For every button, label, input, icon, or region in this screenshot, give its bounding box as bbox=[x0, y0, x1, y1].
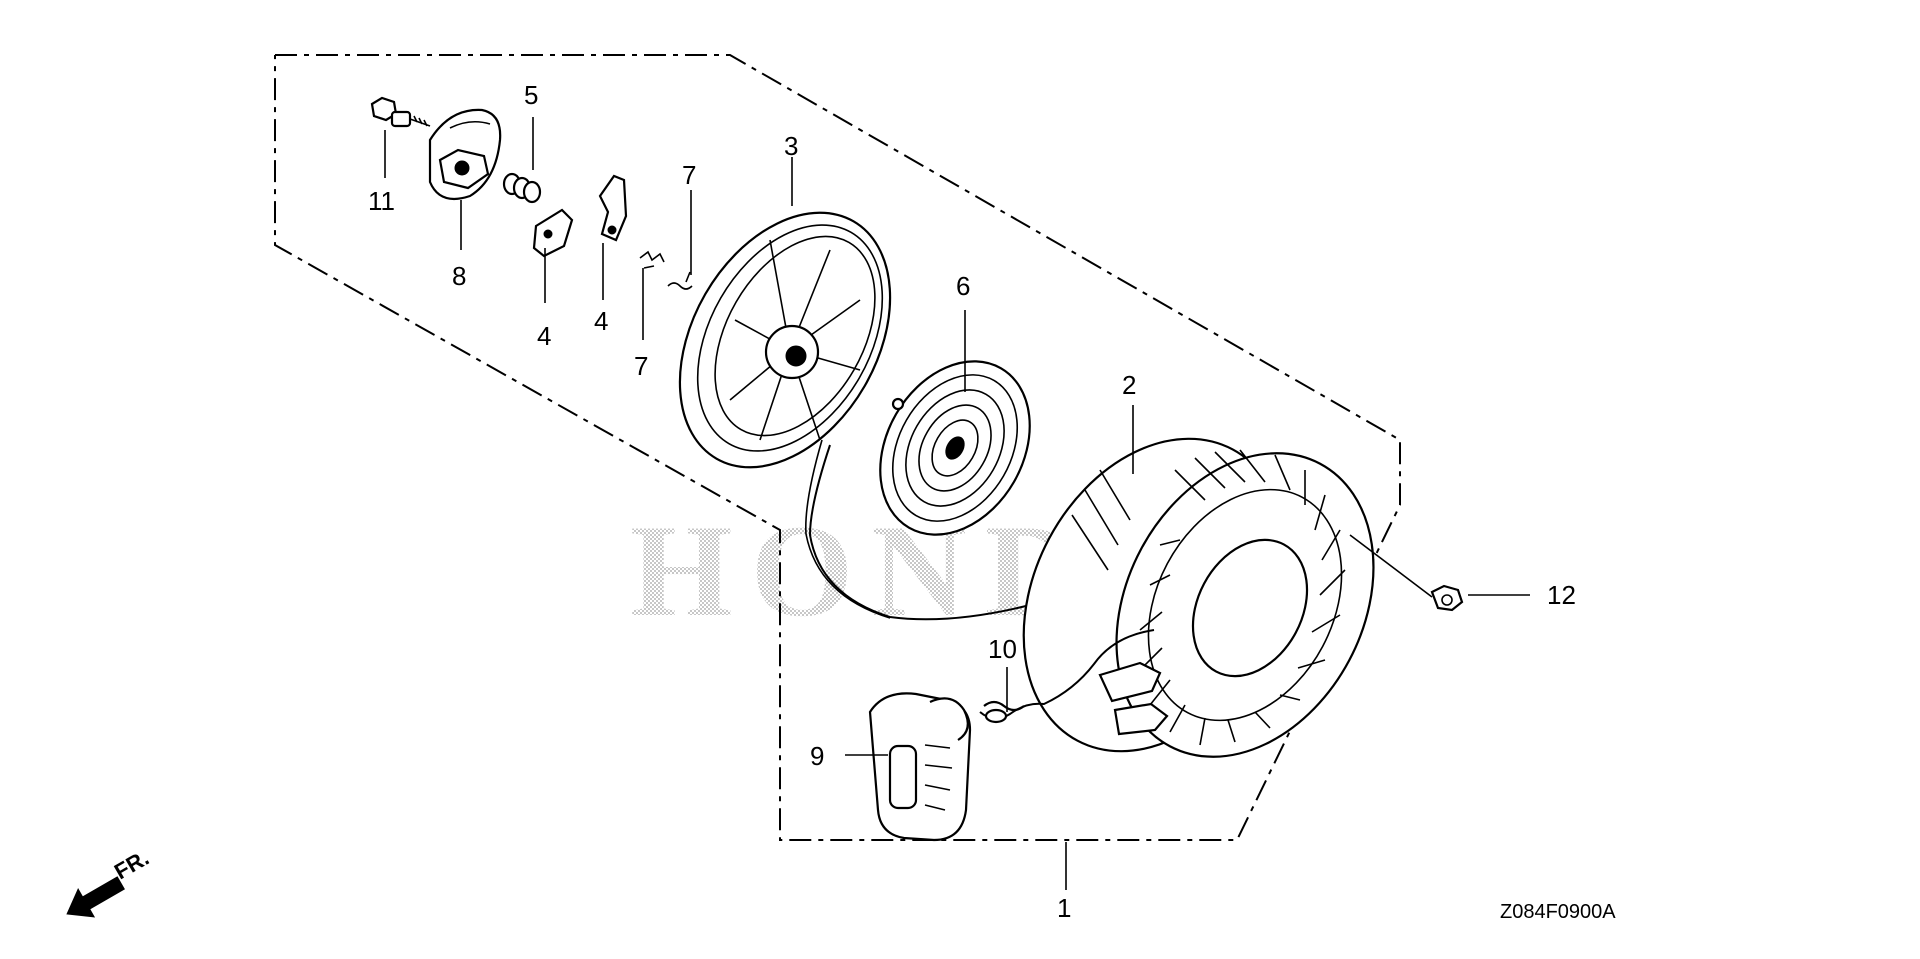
callout-2: 2 bbox=[1122, 370, 1136, 400]
spring-part-7b bbox=[667, 271, 693, 290]
callout-4a: 4 bbox=[537, 321, 551, 351]
spring-part-5 bbox=[502, 172, 542, 204]
callout-12: 12 bbox=[1547, 580, 1576, 610]
ratchet-guide-part-8 bbox=[428, 108, 502, 200]
starter-rope-inner bbox=[805, 439, 891, 619]
reel-part-3 bbox=[678, 211, 892, 469]
front-arrow-icon bbox=[66, 876, 125, 918]
bolt-part-11 bbox=[370, 96, 431, 128]
spring-part-7a bbox=[639, 250, 665, 269]
callout-7b: 7 bbox=[634, 351, 648, 381]
rope-knot-part-10 bbox=[979, 629, 1155, 724]
callout-7a: 7 bbox=[682, 160, 696, 190]
callout-4b: 4 bbox=[594, 306, 608, 336]
callout-8: 8 bbox=[452, 261, 466, 291]
callout-10: 10 bbox=[988, 634, 1017, 664]
callout-9: 9 bbox=[810, 741, 824, 771]
callout-5: 5 bbox=[524, 80, 538, 110]
ratchet-part-4b bbox=[598, 174, 628, 242]
drawing-code: Z084F0900A bbox=[1500, 901, 1616, 923]
starter-case-part-2 bbox=[1022, 437, 1375, 758]
starter-grip-part-9 bbox=[868, 692, 972, 842]
recoil-spring-part-6 bbox=[879, 360, 1031, 536]
leader-lines bbox=[384, 117, 1530, 890]
callout-1: 1 bbox=[1057, 893, 1071, 923]
ratchet-part-4a bbox=[532, 208, 574, 258]
callout-6: 6 bbox=[956, 271, 970, 301]
assembly-boundary bbox=[274, 54, 1401, 841]
callout-11: 11 bbox=[368, 186, 395, 216]
callout-3: 3 bbox=[784, 131, 798, 161]
nut-part-12 bbox=[1430, 584, 1464, 612]
